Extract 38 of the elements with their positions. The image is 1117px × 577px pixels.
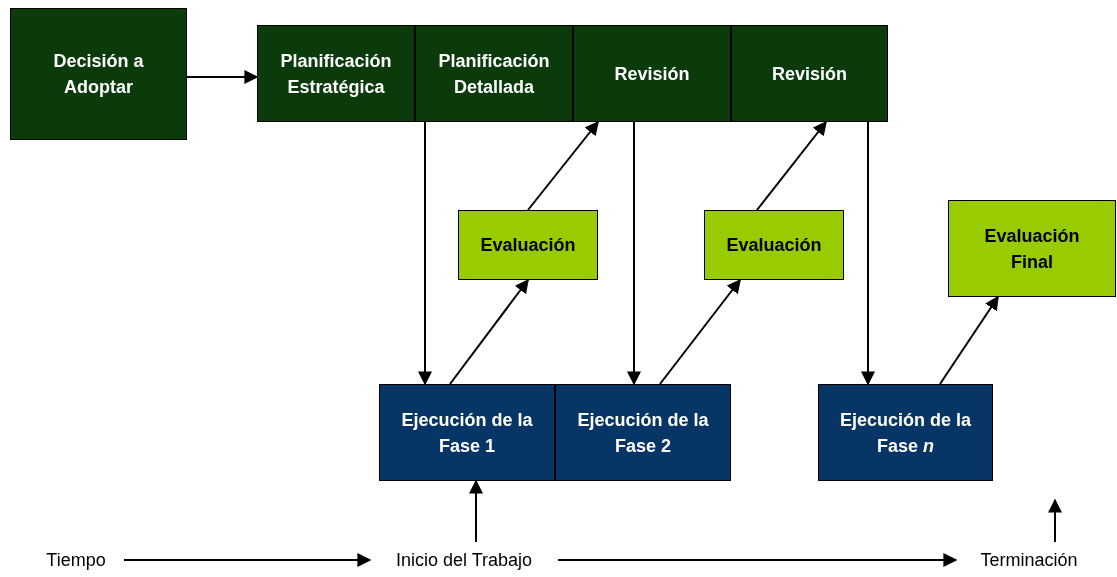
box-label: Planificación Estratégica: [279, 49, 393, 99]
box-label: Ejecución de la Fase 1: [400, 408, 534, 458]
timeline-label: Inicio del Trabajo: [395, 549, 533, 571]
box-label: Ejecución de la Fase n: [839, 408, 972, 458]
timeline-label: Terminación: [980, 549, 1078, 571]
arrow: [123, 553, 372, 567]
arrow: [449, 278, 529, 385]
box-label: Planificación Detallada: [437, 49, 551, 99]
box-label: Decisión a Adoptar: [52, 50, 145, 99]
arrow: [469, 479, 483, 543]
arrow: [557, 553, 958, 567]
process-box: [10, 8, 187, 140]
arrow: [527, 120, 599, 211]
process-box: [573, 25, 731, 122]
arrow: [659, 278, 741, 385]
arrow: [861, 121, 875, 386]
evaluation-box: [948, 200, 1116, 297]
box-label: Evaluación Final: [983, 224, 1081, 274]
arrow: [756, 120, 827, 211]
evaluation-box: [458, 210, 598, 280]
box-label: Evaluación: [726, 234, 822, 257]
timeline-label: Tiempo: [46, 549, 106, 571]
box-label: Ejecución de la Fase 2: [576, 408, 710, 458]
process-box: [415, 25, 573, 122]
box-label: Evaluación: [480, 234, 576, 257]
phase-box: [555, 384, 731, 481]
phase-box: [818, 384, 993, 481]
arrow: [627, 121, 641, 386]
phase-box: [379, 384, 555, 481]
box-label: Revisión: [614, 62, 690, 86]
evaluation-box: [704, 210, 844, 280]
process-box: [257, 25, 415, 122]
arrow: [186, 70, 259, 84]
arrow: [1048, 498, 1062, 543]
arrow: [418, 121, 432, 386]
process-box: [731, 25, 888, 122]
arrow: [939, 295, 999, 385]
box-label: Revisión: [772, 62, 847, 86]
